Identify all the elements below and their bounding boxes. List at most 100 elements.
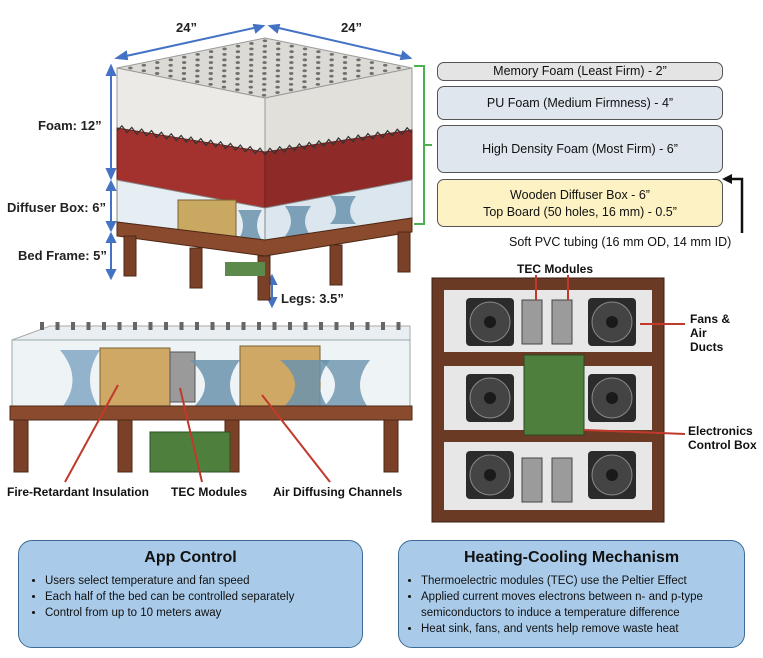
foam-hole [221,85,227,89]
foam-hole [262,61,267,64]
foam-hole [288,77,294,81]
foam-hole [249,47,254,51]
foam-hole [289,50,294,54]
foam-hole [222,63,227,67]
foam-hole [208,66,214,70]
foam-hole [275,58,281,62]
foam-hole [195,69,200,73]
diffuser-peg [164,322,168,330]
foam-hole [222,52,227,56]
fan-hub [484,392,496,404]
list-item: Heat sink, fans, and vents help remove w… [421,621,744,637]
foam-hole [396,66,401,70]
foam-hole [342,66,348,70]
fan-hub [606,316,618,328]
diffuser-height-label: Diffuser Box: 6” [7,200,106,215]
diffuser-peg [365,322,370,330]
frame-top [116,217,413,257]
diffuser-peg [195,322,199,330]
list-item: Thermoelectric modules (TEC) use the Pel… [421,573,744,589]
list-item: Control from up to 10 meters away [45,605,362,621]
diffuser-peg [381,322,385,330]
electronics-line2: Control Box [688,438,757,452]
foam-hole [181,61,187,64]
foam-hole [356,74,361,78]
foam-hole [316,55,321,59]
callout-tec-top: TEC Modules [517,262,594,276]
foam-hole [302,85,307,89]
foam-hole [208,82,213,86]
fans-line2: Air [690,326,707,340]
top-callout-lines [535,275,686,435]
layer-pu-foam: PU Foam (Medium Firmness) - 4” [437,86,723,120]
foam-hole [288,88,294,92]
diffuser-peg [86,322,91,330]
foam-hole [168,74,173,78]
foam-hole [329,63,334,67]
diffuser-peg [303,322,308,330]
foam-hole [369,72,374,75]
foam-hole [289,61,294,64]
foam-hole [315,77,321,81]
diffuser-box-line2: Top Board (50 holes, 16 mm) - 0.5” [483,205,677,219]
foam-hole [168,69,173,73]
diffuser-peg [117,322,122,330]
diffuser-peg [272,322,277,330]
diffuser-peg [102,322,106,330]
foam-hole [315,72,321,75]
foam-hole [222,47,227,51]
foam-hole [316,61,321,64]
foam-hole [289,72,294,75]
diffuser-peg [148,322,153,330]
foam-hole [369,61,375,64]
frame-height-label: Bed Frame: 5” [18,248,107,263]
diffuser-channel [238,210,262,240]
foam-hole [208,55,214,59]
foam-hole [302,52,308,56]
callout-insulation: Fire-Retardant Insulation [7,485,150,499]
diffuser-peg [350,322,354,330]
foam-hole [329,80,334,84]
layer-memory-foam: Memory Foam (Least Firm) - 2” [437,62,723,81]
leg [397,231,411,273]
foam-hole [248,80,254,84]
electronics-line1: Electronics [688,424,753,438]
foam-hole [289,44,294,48]
foam-hole [235,61,240,64]
foam-hole [275,85,280,89]
foam-hole [168,63,173,67]
foam-hole [275,80,280,84]
foam-hole [329,58,334,62]
foam-hole [342,61,348,64]
foam-hole [382,69,388,73]
foam-hole [275,63,281,67]
foam-hole [262,82,267,86]
foam-hole [275,91,280,94]
diffuser-peg [210,322,215,330]
foam-hole [128,66,133,70]
diffuser-peg [319,322,323,330]
foam-hole [249,58,254,62]
diffuser-channel [330,196,356,224]
foam-hole [329,74,334,78]
callout-channels: Air Diffusing Channels [273,485,403,499]
tubing-line [726,177,744,233]
side-view [9,322,413,473]
fans-line1: Fans & [690,312,731,326]
foam-hole [276,42,281,45]
list-item: Applied current moves electrons between … [421,589,744,621]
mechanism-title: Heating-Cooling Mechanism [463,549,680,566]
foam-hole [182,55,187,59]
foam-hole [195,52,200,56]
foam-hole [208,77,213,81]
foam-hole [235,88,240,92]
foam-hole [249,42,254,45]
fans-line3: Ducts [690,340,724,354]
top-view [431,277,665,523]
foam-hole [235,72,240,75]
foam-zigzag [116,124,413,157]
diffuser-peg [55,322,60,330]
foam-hole [141,63,147,67]
foam-bracket [414,65,432,225]
